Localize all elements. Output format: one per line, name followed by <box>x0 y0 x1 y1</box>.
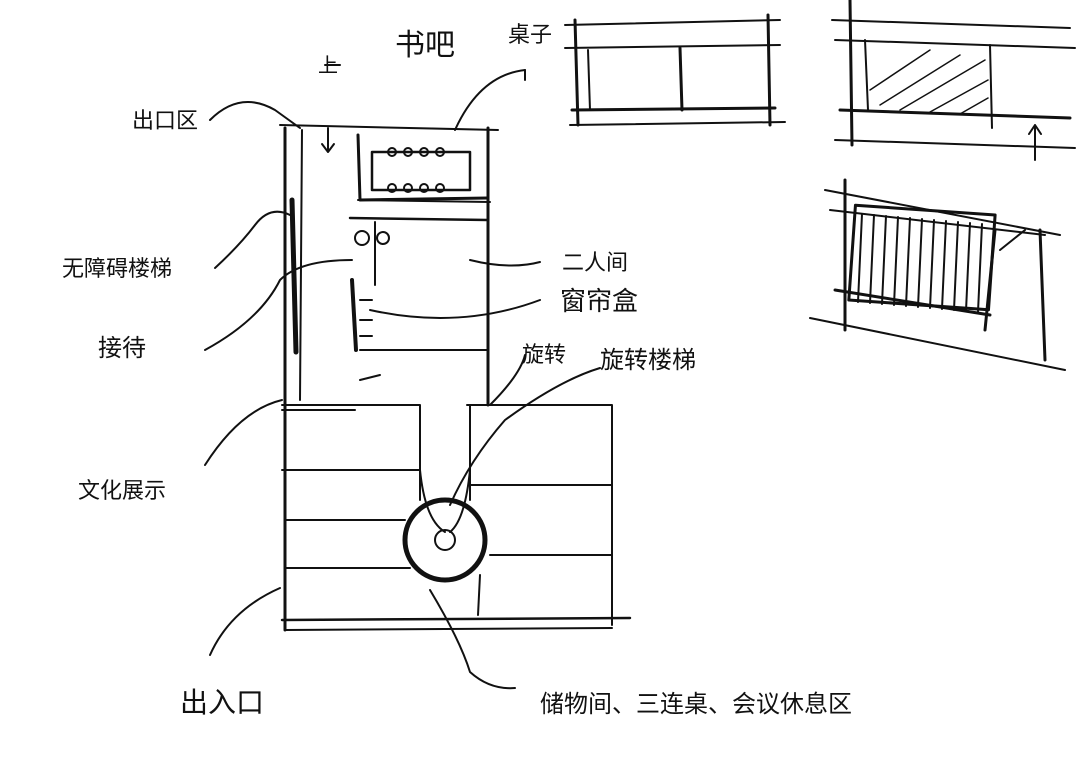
label-reception: 接待 <box>98 334 146 362</box>
detail-sketch-2 <box>831 0 1076 161</box>
label-spiral: 旋转 <box>522 343 566 368</box>
annotation-leaders <box>204 64 601 690</box>
label-exhibition: 文化展示 <box>78 479 166 504</box>
label-entry-area: 出口区 <box>132 109 198 134</box>
detail-sketch-3 <box>809 178 1066 371</box>
detail-sketch-1 <box>564 13 786 127</box>
label-storage-meeting: 储物间、三连桌、会议休息区 <box>540 690 852 718</box>
label-accessible-stairs: 无障碍楼梯 <box>62 257 172 282</box>
label-up: 上 <box>318 53 338 77</box>
label-spiral-stair: 旋转楼梯 <box>600 346 696 374</box>
label-entrance: 出入口 <box>180 686 264 719</box>
label-double-room: 二人间 <box>562 251 628 276</box>
label-book-bar: 书吧 <box>395 28 455 63</box>
main-floor-plan <box>279 124 632 632</box>
label-table: 桌子 <box>508 23 552 48</box>
label-curtain-box: 窗帘盒 <box>560 287 638 317</box>
